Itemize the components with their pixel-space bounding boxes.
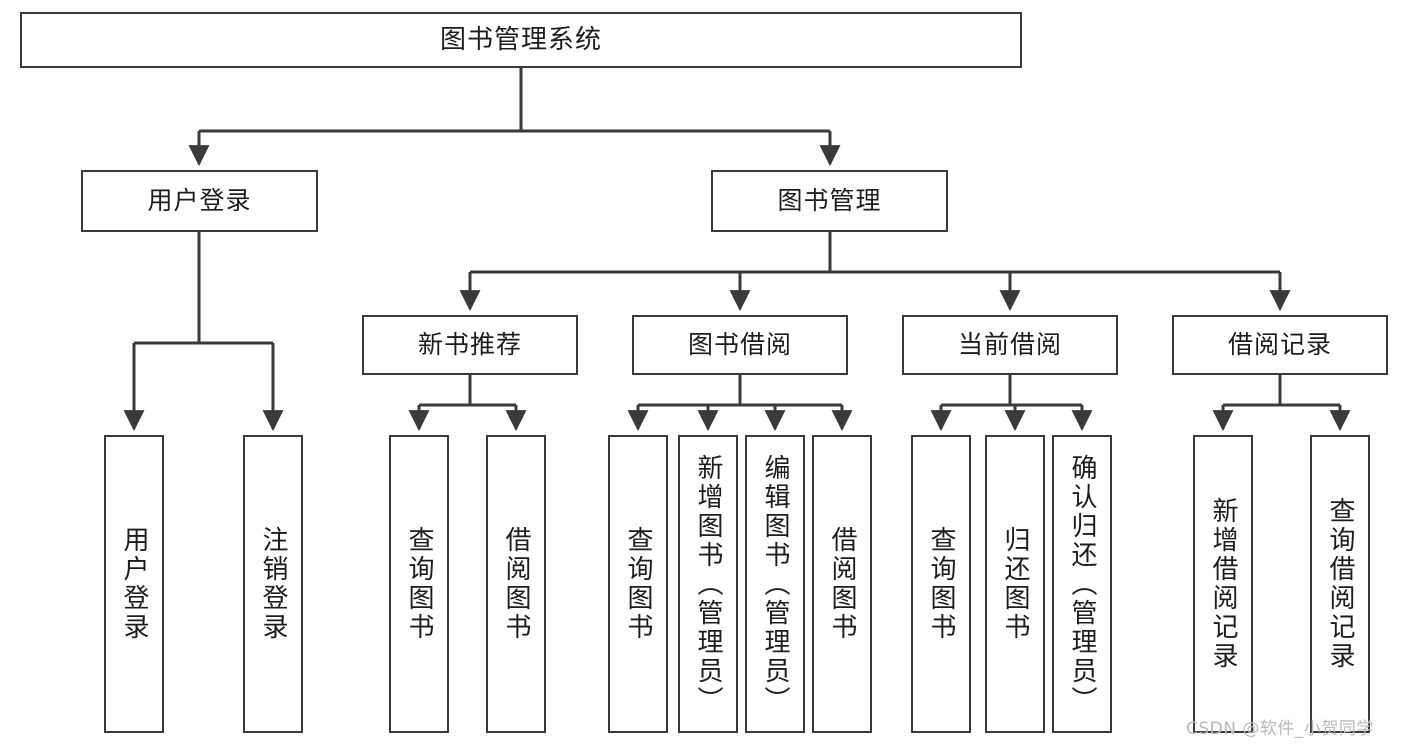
node-label: 图书管理系统: [439, 24, 602, 55]
node-new-book-recommend[interactable]: 新书推荐: [362, 315, 578, 375]
leaf-edit-book-admin[interactable]: 编辑图书（管理员）: [745, 435, 805, 733]
node-user-login[interactable]: 用户登录: [81, 170, 318, 232]
leaf-query-book-recommend[interactable]: 查询图书: [389, 435, 449, 733]
node-label: 借阅记录: [1227, 330, 1332, 360]
leaf-add-book-admin[interactable]: 新增图书（管理员）: [678, 435, 738, 733]
node-label: 确认归还（管理员）: [1067, 453, 1097, 715]
node-root-system[interactable]: 图书管理系统: [20, 12, 1022, 68]
node-label: 查询图书: [404, 526, 434, 642]
leaf-user-logout[interactable]: 注销登录: [243, 435, 303, 733]
node-current-borrow[interactable]: 当前借阅: [902, 315, 1118, 375]
node-label: 图书借阅: [687, 330, 792, 360]
node-label: 归还图书: [1000, 526, 1030, 642]
node-label: 新书推荐: [417, 330, 522, 360]
leaf-borrow-book-recommend[interactable]: 借阅图书: [486, 435, 546, 733]
leaf-borrow-book[interactable]: 借阅图书: [812, 435, 872, 733]
node-label: 当前借阅: [957, 330, 1062, 360]
node-borrow-record[interactable]: 借阅记录: [1172, 315, 1388, 375]
node-label: 新增借阅记录: [1208, 497, 1238, 671]
node-label: 查询图书: [623, 526, 653, 642]
node-label: 编辑图书（管理员）: [760, 453, 790, 715]
node-label: 新增图书（管理员）: [693, 453, 723, 715]
leaf-query-book-current[interactable]: 查询图书: [911, 435, 971, 733]
leaf-add-borrow-record[interactable]: 新增借阅记录: [1193, 435, 1253, 733]
leaf-user-login[interactable]: 用户登录: [104, 435, 164, 733]
node-book-manage[interactable]: 图书管理: [711, 170, 948, 232]
node-label: 用户登录: [119, 526, 149, 642]
node-label: 图书管理: [777, 186, 882, 216]
leaf-query-book-borrow[interactable]: 查询图书: [608, 435, 668, 733]
node-label: 查询借阅记录: [1325, 497, 1355, 671]
node-label: 借阅图书: [827, 526, 857, 642]
leaf-confirm-return-admin[interactable]: 确认归还（管理员）: [1052, 435, 1112, 733]
leaf-query-borrow-record[interactable]: 查询借阅记录: [1310, 435, 1370, 733]
node-label: 借阅图书: [501, 526, 531, 642]
node-label: 注销登录: [258, 526, 288, 642]
node-book-borrow[interactable]: 图书借阅: [632, 315, 848, 375]
node-label: 用户登录: [147, 186, 252, 216]
leaf-return-book[interactable]: 归还图书: [985, 435, 1045, 733]
watermark-text: CSDN @软件_小贺同学: [1186, 719, 1374, 739]
node-label: 查询图书: [926, 526, 956, 642]
